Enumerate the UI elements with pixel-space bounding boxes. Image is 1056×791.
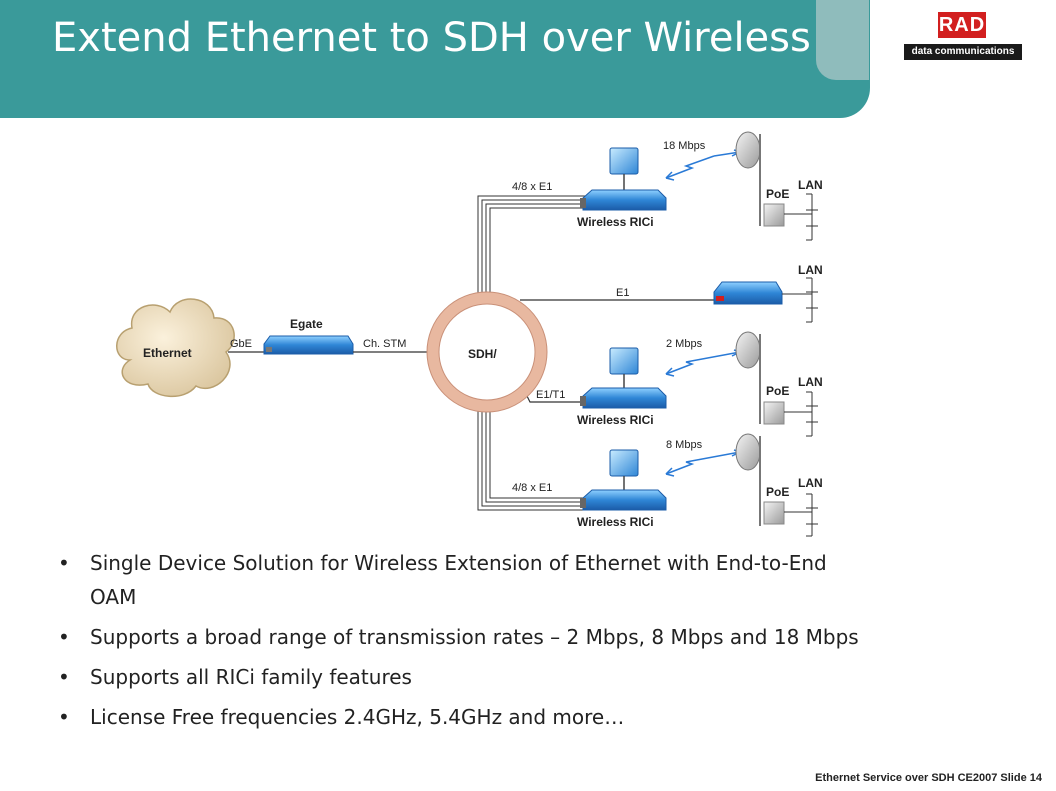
wireless-rici-mid: Wireless RICi <box>577 347 667 427</box>
top-e1-bundle <box>477 195 585 296</box>
top-rate-label: 18 Mbps <box>663 140 706 152</box>
rad-logo: RAD data communications <box>900 12 1026 68</box>
bullet-dot: • <box>58 705 70 729</box>
poe-label-bottom: PoE <box>766 485 789 499</box>
wireless-label-mid: Wireless RICi <box>577 413 654 427</box>
bottom-rate-label: 8 Mbps <box>666 439 703 451</box>
antenna-site-top: PoE LAN <box>735 131 823 241</box>
bullet-dot: • <box>58 551 70 575</box>
cloud-label: Ethernet <box>143 346 192 360</box>
egate-label: Egate <box>290 317 323 331</box>
header-accent <box>816 0 869 80</box>
lan-site-e1: LAN <box>782 263 823 323</box>
poe-label-top: PoE <box>766 187 789 201</box>
logo-tagline: data communications <box>904 44 1022 60</box>
bullet-dot: • <box>58 665 70 689</box>
wireless-link-bottom: 8 Mbps <box>665 439 741 477</box>
mid-rate-label: 2 Mbps <box>666 338 703 350</box>
e1-end-device <box>713 281 783 305</box>
bullet-text: License Free frequencies 2.4GHz, 5.4GHz … <box>90 705 625 729</box>
bullet-list: • Single Device Solution for Wireless Ext… <box>58 546 868 740</box>
e1t1-label: E1/T1 <box>536 389 565 401</box>
bullet-text: Supports all RICi family features <box>90 665 412 689</box>
wireless-label-top: Wireless RICi <box>577 215 654 229</box>
bullet-text: Supports a broad range of transmission r… <box>90 625 859 649</box>
wireless-rici-bottom: Wireless RICi <box>577 449 667 529</box>
bottom-link-label: 4/8 x E1 <box>512 482 552 494</box>
poe-label-mid: PoE <box>766 384 789 398</box>
wireless-rici-top: Wireless RICi <box>577 147 667 229</box>
logo-brand: RAD <box>938 12 986 38</box>
bullet-item: • Supports all RICi family features <box>58 660 868 694</box>
slide-footer: Ethernet Service over SDH CE2007 Slide 1… <box>815 772 1042 784</box>
e1-label: E1 <box>616 287 629 299</box>
antenna-site-bottom: PoE LAN <box>735 433 823 537</box>
wireless-link-top: 18 Mbps <box>663 140 741 181</box>
bullet-dot: • <box>58 625 70 649</box>
wireless-label-bottom: Wireless RICi <box>577 515 654 529</box>
ethernet-cloud: Ethernet <box>116 298 235 398</box>
sdh-ring: SDH/ <box>426 291 548 413</box>
network-diagram: Ethernet GbE Egate Ch. STM 4/8 x E1 4/8 … <box>116 131 823 537</box>
egate-device: Egate <box>263 317 354 355</box>
bullet-text: Single Device Solution for Wireless Exte… <box>90 551 827 609</box>
lan-label-bottom: LAN <box>798 476 823 490</box>
chstm-label: Ch. STM <box>363 338 406 350</box>
lan-label-top: LAN <box>798 178 823 192</box>
sdh-label: SDH/ <box>468 347 497 361</box>
lan-label-mid: LAN <box>798 375 823 389</box>
bullet-item: • Single Device Solution for Wireless Ext… <box>58 546 868 614</box>
gbe-label: GbE <box>230 338 252 350</box>
bullet-item: • Supports a broad range of transmission … <box>58 620 868 654</box>
lan-label-e1: LAN <box>798 263 823 277</box>
header-band <box>0 0 870 118</box>
top-link-label: 4/8 x E1 <box>512 181 552 193</box>
page-title: Extend Ethernet to SDH over Wireless <box>52 15 811 61</box>
bullet-item: • License Free frequencies 2.4GHz, 5.4GHz… <box>58 700 868 734</box>
bottom-e1-bundle <box>477 408 585 511</box>
antenna-site-mid: PoE LAN <box>735 331 823 437</box>
wireless-link-mid: 2 Mbps <box>665 338 741 377</box>
